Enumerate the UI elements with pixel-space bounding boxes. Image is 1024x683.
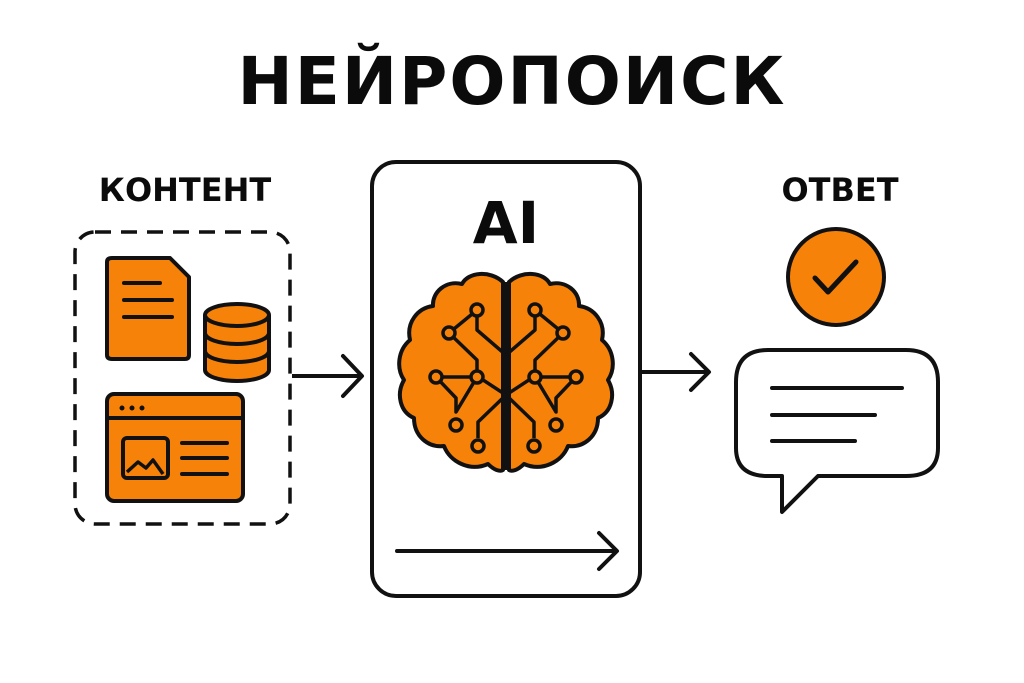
arrow-content-to-ai-icon bbox=[292, 354, 364, 398]
ai-container bbox=[370, 160, 642, 598]
database-icon bbox=[203, 302, 271, 383]
speech-bubble-icon bbox=[734, 348, 940, 514]
arrow-right-icon bbox=[395, 531, 619, 571]
web-page-icon bbox=[105, 392, 245, 503]
content-container bbox=[73, 230, 292, 526]
ai-label: AI bbox=[472, 189, 540, 257]
page-title: НЕЙРОПОИСК bbox=[237, 43, 787, 120]
brain-circuit-icon bbox=[397, 272, 615, 473]
answer-label: ОТВЕТ bbox=[781, 171, 899, 209]
content-label: КОНТЕНТ bbox=[98, 171, 272, 209]
arrow-ai-to-answer-icon bbox=[640, 352, 711, 392]
checkmark-circle-icon bbox=[786, 227, 886, 327]
document-icon bbox=[105, 256, 191, 361]
